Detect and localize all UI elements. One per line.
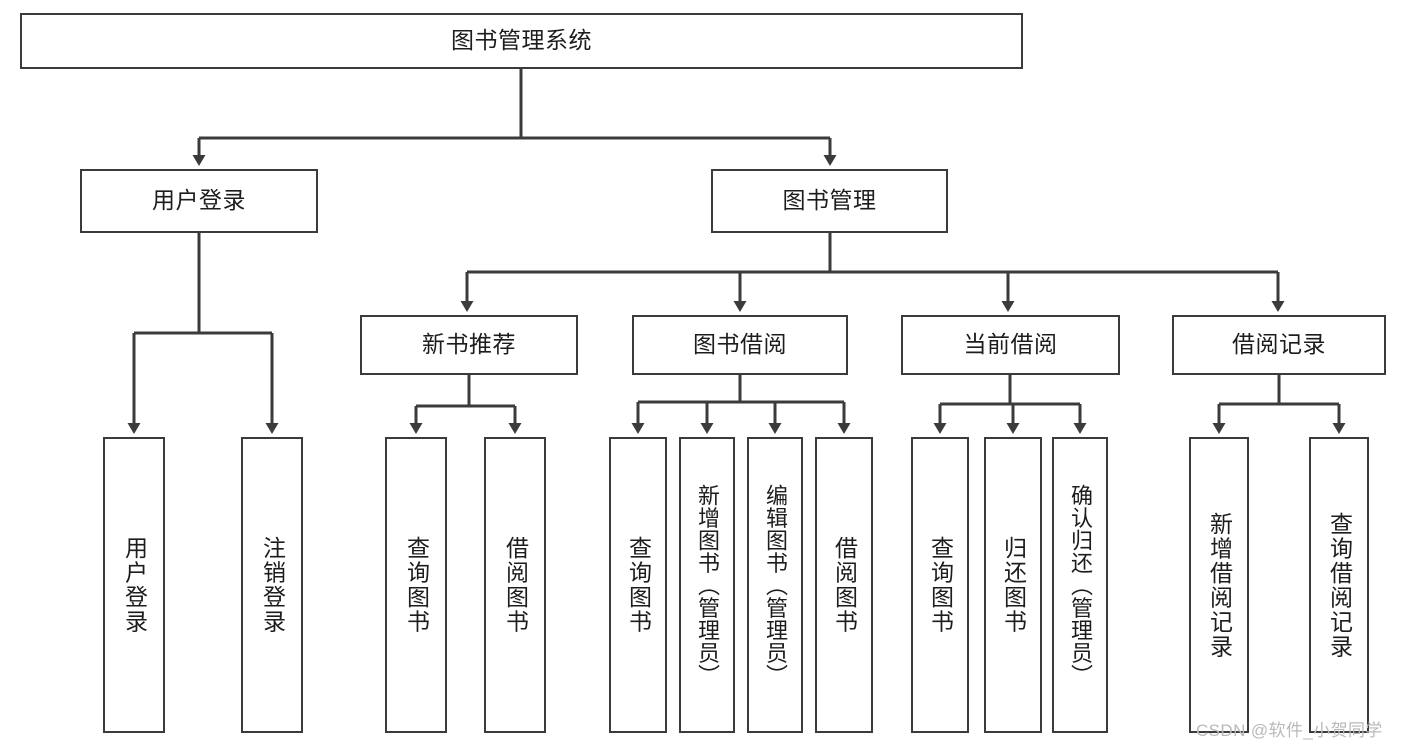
node-user-login[interactable]: 用户登录: [80, 169, 318, 233]
node-leaf-query-record[interactable]: 查询借阅记录: [1309, 437, 1369, 733]
node-leaf-query-book-cur[interactable]: 查询图书: [911, 437, 969, 733]
node-leaf-add-record[interactable]: 新增借阅记录: [1189, 437, 1249, 733]
node-book-borrow-label: 图书借阅: [693, 331, 787, 358]
node-leaf-query-book[interactable]: 查询图书: [609, 437, 667, 733]
node-leaf-query-record-label: 查询借阅记录: [1326, 511, 1353, 659]
node-leaf-borrow-book-rec[interactable]: 借阅图书: [484, 437, 546, 733]
node-leaf-return-book[interactable]: 归还图书: [984, 437, 1042, 733]
node-leaf-logout-label: 注销登录: [259, 536, 286, 634]
node-leaf-confirm-return[interactable]: 确认归还（管理员）: [1052, 437, 1108, 733]
node-leaf-query-book-rec-label: 查询图书: [403, 536, 430, 634]
node-leaf-confirm-return-label: 确认归还（管理员）: [1068, 483, 1093, 687]
node-root[interactable]: 图书管理系统: [20, 13, 1023, 69]
node-leaf-query-book-label: 查询图书: [625, 536, 652, 634]
node-leaf-add-book-label: 新增图书（管理员）: [695, 483, 720, 687]
node-current-borrow[interactable]: 当前借阅: [901, 315, 1120, 375]
watermark: CSDN @软件_小贺同学: [1196, 721, 1383, 740]
node-book-manage-label: 图书管理: [782, 187, 877, 214]
node-book-manage[interactable]: 图书管理: [711, 169, 948, 233]
node-leaf-borrow-book-rec-label: 借阅图书: [502, 536, 529, 634]
node-current-borrow-label: 当前借阅: [963, 331, 1058, 358]
node-borrow-record[interactable]: 借阅记录: [1172, 315, 1386, 375]
node-leaf-borrow-book-label: 借阅图书: [831, 536, 858, 634]
node-leaf-add-record-label: 新增借阅记录: [1206, 511, 1233, 659]
node-leaf-user-login[interactable]: 用户登录: [103, 437, 165, 733]
node-leaf-query-book-cur-label: 查询图书: [927, 536, 954, 634]
node-leaf-logout[interactable]: 注销登录: [241, 437, 303, 733]
node-borrow-record-label: 借阅记录: [1232, 331, 1326, 358]
node-leaf-user-login-label: 用户登录: [121, 536, 148, 634]
node-leaf-borrow-book[interactable]: 借阅图书: [815, 437, 873, 733]
node-new-book-recommend-label: 新书推荐: [422, 331, 516, 358]
node-leaf-edit-book[interactable]: 编辑图书（管理员）: [747, 437, 803, 733]
node-user-login-label: 用户登录: [152, 187, 246, 214]
node-root-label: 图书管理系统: [451, 27, 592, 54]
node-leaf-add-book[interactable]: 新增图书（管理员）: [679, 437, 735, 733]
node-leaf-return-book-label: 归还图书: [1000, 536, 1027, 634]
node-leaf-edit-book-label: 编辑图书（管理员）: [763, 483, 788, 687]
node-leaf-query-book-rec[interactable]: 查询图书: [385, 437, 447, 733]
node-book-borrow[interactable]: 图书借阅: [632, 315, 848, 375]
node-new-book-recommend[interactable]: 新书推荐: [360, 315, 578, 375]
